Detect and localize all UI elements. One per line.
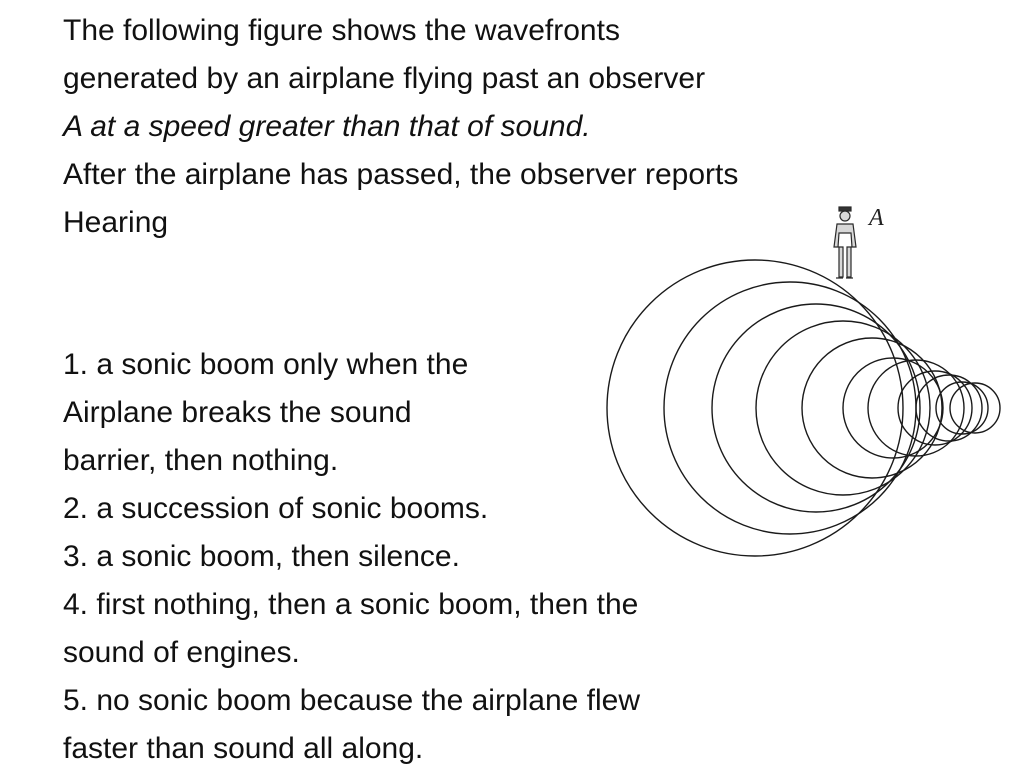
option-4-line-1: 4. first nothing, then a sonic boom, the… [63, 588, 639, 621]
wavefront-circle [897, 370, 973, 446]
option-1-line-2: Airplane breaks the sound [63, 396, 412, 429]
option-3: 3. a sonic boom, then silence. [63, 540, 460, 573]
wavefront-circle [606, 259, 904, 557]
option-5-line-2: faster than sound all along. [63, 732, 424, 765]
wavefront-circle [711, 303, 921, 513]
wavefront-figure: A [606, 205, 1001, 557]
observer-label: A [867, 205, 884, 231]
wavefront-circle [935, 381, 989, 435]
wavefront-circle [801, 337, 943, 479]
wavefront-circle [755, 320, 931, 496]
option-1-line-1: 1. a sonic boom only when the [63, 348, 469, 381]
wavefront-circle [867, 359, 965, 457]
wavefront-circle [663, 281, 917, 535]
option-1-line-3: barrier, then nothing. [63, 444, 339, 477]
observer-icon [833, 206, 857, 279]
wavefront-circle [842, 357, 944, 459]
question-line-3: A at a speed greater than that of sound. [63, 110, 591, 143]
wavefront-circle [949, 382, 1001, 434]
question-line-2: generated by an airplane flying past an … [63, 62, 706, 95]
option-2: 2. a succession of sonic booms. [63, 492, 489, 525]
question-line-4: After the airplane has passed, the obser… [63, 158, 739, 191]
question-line-1: The following figure shows the wavefront… [63, 14, 620, 47]
question-line-5: Hearing [63, 206, 169, 239]
option-4-line-2: sound of engines. [63, 636, 300, 669]
wavefront-circle [915, 374, 983, 442]
option-5-line-1: 5. no sonic boom because the airplane fl… [63, 684, 641, 717]
